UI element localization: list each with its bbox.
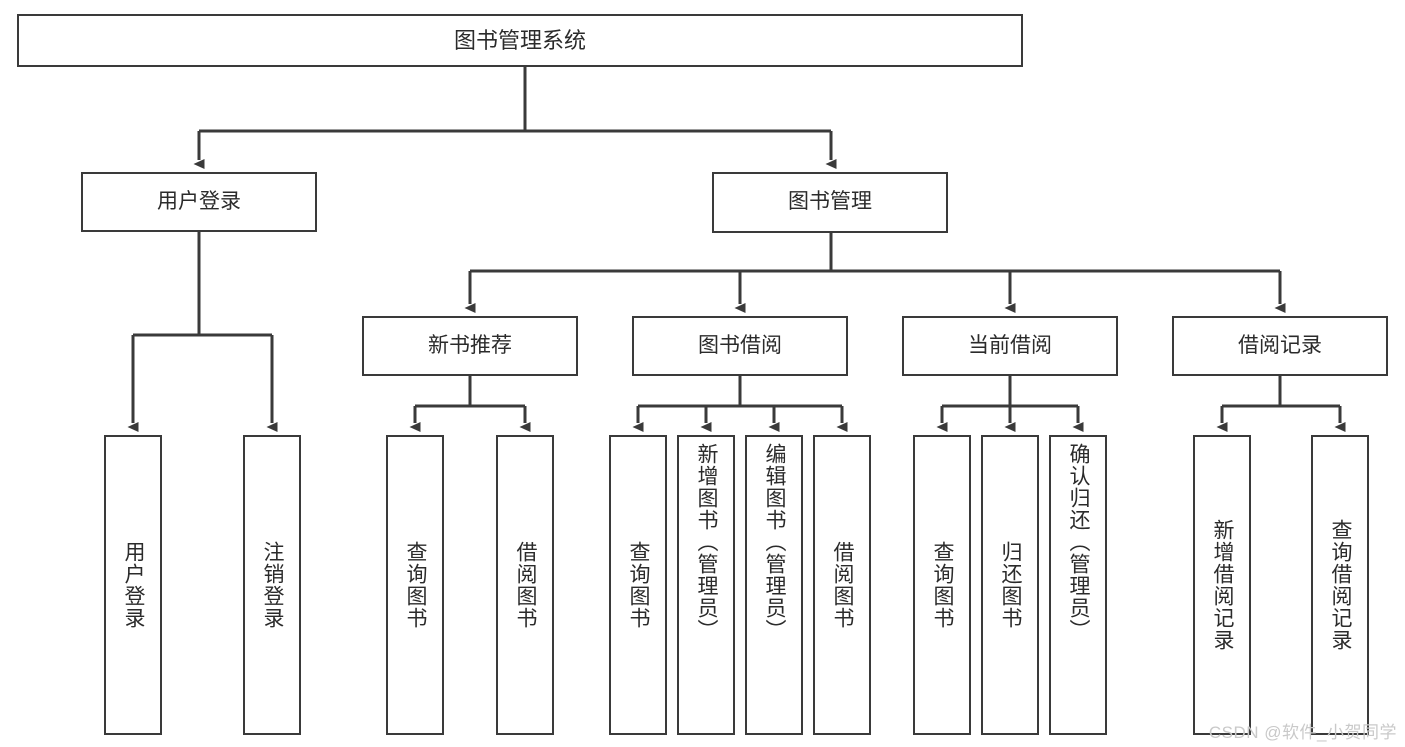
leaf-current-borrow-return[interactable]: 归还图书: [981, 435, 1039, 735]
leaf-new-book-borrow[interactable]: 借阅图书: [496, 435, 554, 735]
node-root-library-system[interactable]: 图书管理系统: [17, 14, 1023, 67]
leaf-borrow-record-add[interactable]: 新增借阅记录: [1193, 435, 1251, 735]
node-book-borrow[interactable]: 图书借阅: [632, 316, 848, 376]
node-label: 图书管理系统: [453, 27, 586, 53]
csdn-watermark: CSDN @软件_小贺同学: [1208, 723, 1397, 742]
node-label: 新增借阅记录: [1211, 519, 1235, 651]
leaf-book-borrow-query[interactable]: 查询图书: [609, 435, 667, 735]
leaf-book-borrow-add-admin[interactable]: 新增图书（管理员）: [677, 435, 735, 735]
node-label: 用户登录: [122, 541, 146, 629]
node-label: 归还图书: [999, 541, 1023, 629]
leaf-user-login-signout[interactable]: 注销登录: [243, 435, 301, 735]
node-label: 新增图书（管理员）: [695, 443, 719, 641]
node-label: 编辑图书（管理员）: [763, 443, 787, 641]
node-label: 查询图书: [404, 541, 428, 629]
leaf-current-borrow-confirm-admin[interactable]: 确认归还（管理员）: [1049, 435, 1107, 735]
node-label: 借阅图书: [831, 541, 855, 629]
leaf-new-book-query[interactable]: 查询图书: [386, 435, 444, 735]
node-label: 图书管理: [788, 190, 872, 214]
node-label: 新书推荐: [428, 333, 512, 357]
node-label: 查询借阅记录: [1329, 519, 1353, 651]
node-label: 借阅图书: [514, 541, 538, 629]
node-label: 图书借阅: [698, 333, 782, 357]
node-label: 查询图书: [931, 541, 955, 629]
node-label: 注销登录: [261, 541, 285, 629]
leaf-book-borrow-edit-admin[interactable]: 编辑图书（管理员）: [745, 435, 803, 735]
node-label: 查询图书: [627, 541, 651, 629]
node-new-book-recommend[interactable]: 新书推荐: [362, 316, 578, 376]
node-book-management[interactable]: 图书管理: [712, 172, 948, 233]
node-label: 当前借阅: [968, 333, 1052, 357]
node-user-login[interactable]: 用户登录: [81, 172, 317, 232]
node-current-borrow[interactable]: 当前借阅: [902, 316, 1118, 376]
leaf-current-borrow-query[interactable]: 查询图书: [913, 435, 971, 735]
node-label: 用户登录: [157, 189, 241, 213]
node-borrow-record[interactable]: 借阅记录: [1172, 316, 1388, 376]
leaf-book-borrow-borrow[interactable]: 借阅图书: [813, 435, 871, 735]
leaf-user-login-signin[interactable]: 用户登录: [104, 435, 162, 735]
node-label: 借阅记录: [1238, 333, 1322, 357]
leaf-borrow-record-query[interactable]: 查询借阅记录: [1311, 435, 1369, 735]
node-label: 确认归还（管理员）: [1067, 443, 1091, 641]
